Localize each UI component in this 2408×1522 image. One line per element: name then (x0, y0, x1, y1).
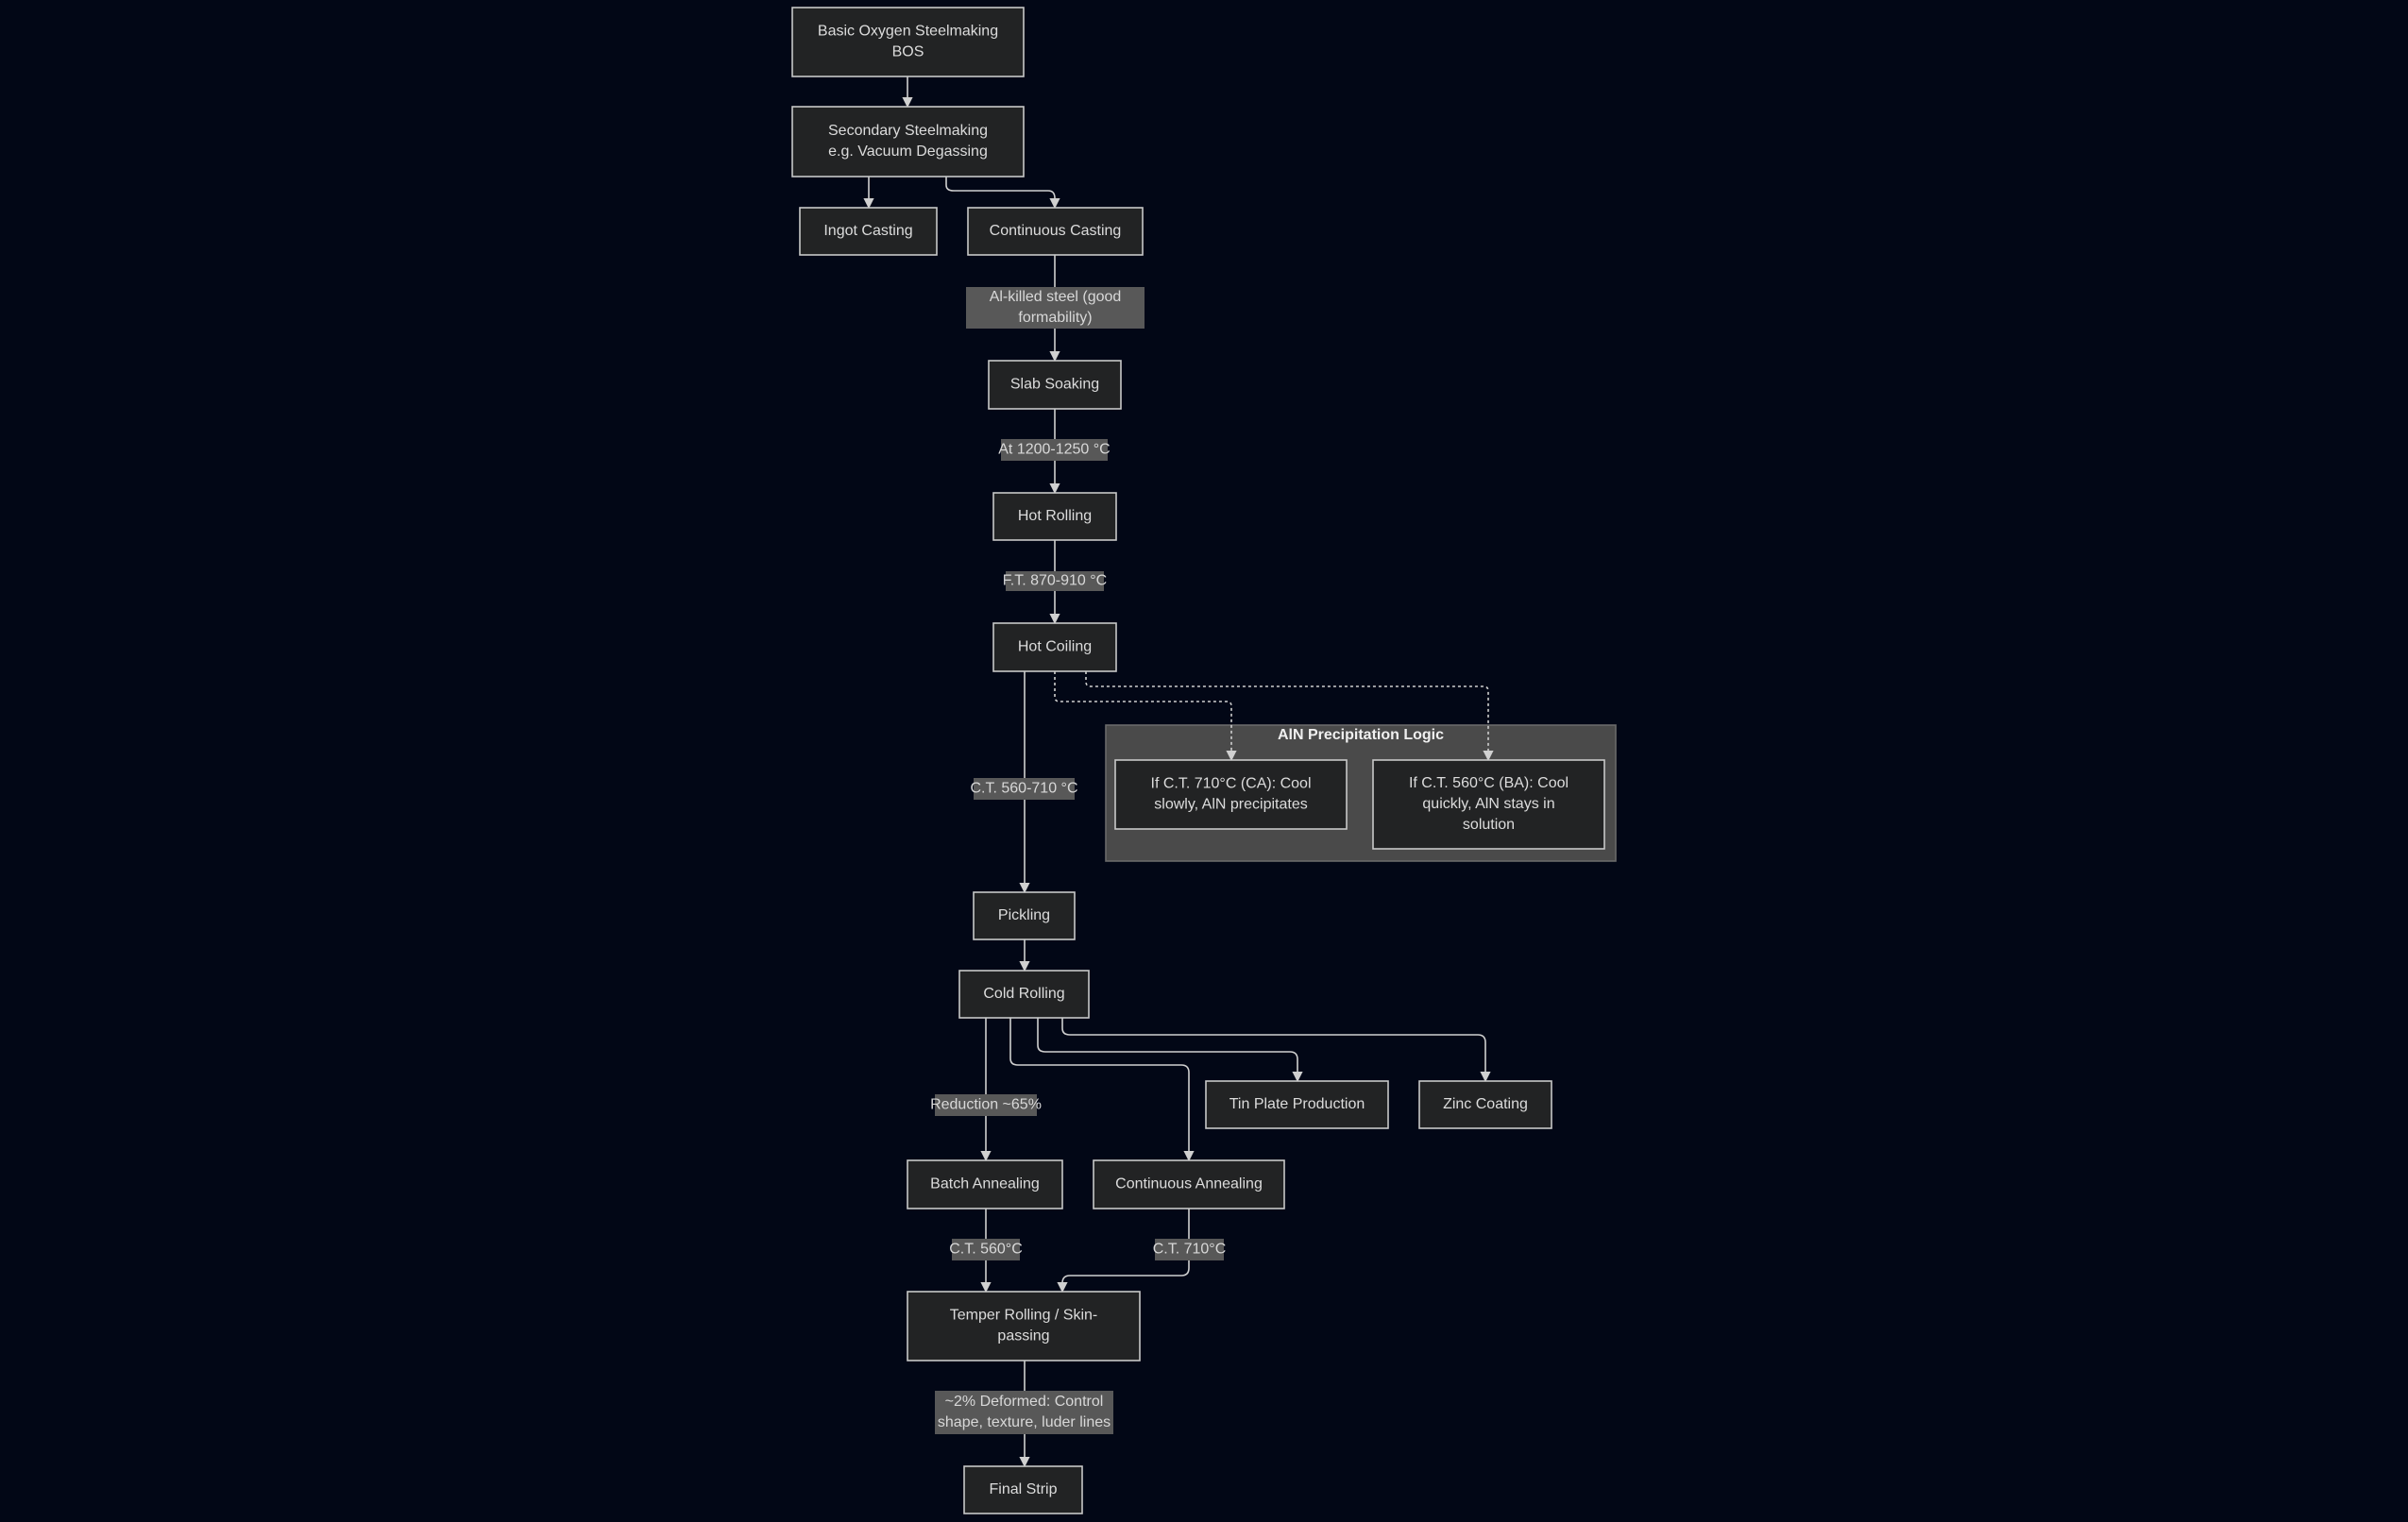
node-box (988, 360, 1122, 410)
edge-label-ct: C.T. 560-710 °C (970, 778, 1078, 800)
node-ccast: Continuous Casting (967, 207, 1144, 256)
node-secondary: Secondary Steelmaking e.g. Vacuum Degassi… (791, 106, 1025, 178)
node-tinplate: Tin Plate Production (1205, 1080, 1389, 1129)
edge-label-text: shape, texture, luder lines (938, 1414, 1111, 1430)
node-temper: Temper Rolling / Skin-passing (907, 1291, 1141, 1361)
node-text: Cold Rolling (983, 986, 1064, 1002)
node-box (1418, 1080, 1552, 1129)
edge-label-ft: F.T. 870-910 °C (1003, 571, 1107, 591)
node-box (1114, 759, 1348, 830)
node-text: Secondary Steelmaking (828, 123, 988, 139)
node-text: Hot Coiling (1018, 639, 1092, 655)
node-text: quickly, AlN stays in (1422, 796, 1554, 812)
node-text: Slab Soaking (1010, 377, 1099, 393)
edge-label-box (935, 1391, 1113, 1434)
cluster-title: AlN Precipitation Logic (1278, 727, 1444, 743)
edge-label-alkilled: Al-killed steel (good formability) (966, 287, 1145, 329)
edge-label-ct710: C.T. 710°C (1153, 1239, 1227, 1260)
edge-cold-rolling-to-tin-plate (1037, 1018, 1303, 1083)
node-text: passing (997, 1328, 1049, 1344)
node-text: Ingot Casting (823, 223, 912, 239)
edge-label-reduction: Reduction ~65% (930, 1094, 1042, 1116)
edge-secondary-to-continuous-casting (945, 177, 1060, 210)
node-coldroll: Cold Rolling (958, 970, 1090, 1019)
node-zinc: Zinc Coating (1418, 1080, 1552, 1129)
node-ingot: Ingot Casting (799, 207, 938, 256)
node-hotcoil: Hot Coiling (992, 622, 1117, 672)
edge-continuous-annealing-to-temper (1057, 1209, 1190, 1294)
node-box (799, 207, 938, 256)
edge-label-text: At 1200-1250 °C (998, 442, 1110, 458)
edge-label-text: C.T. 560-710 °C (970, 781, 1077, 797)
edge-label-text: C.T. 560°C (949, 1242, 1023, 1258)
node-box (967, 207, 1144, 256)
node-box (791, 106, 1025, 178)
node-box (791, 7, 1025, 77)
edge-label-box (966, 287, 1145, 329)
node-box (1372, 759, 1605, 850)
node-box (907, 1291, 1141, 1361)
node-batch: Batch Annealing (907, 1159, 1063, 1209)
node-box (958, 970, 1090, 1019)
edge-label-box (1155, 1239, 1224, 1260)
node-text: solution (1463, 817, 1515, 833)
edge-label-box (974, 778, 1075, 800)
edge-label-text: formability) (1018, 310, 1092, 326)
edge-cold-rolling-to-zinc (1061, 1018, 1491, 1083)
node-text: BOS (892, 44, 924, 60)
node-slab: Slab Soaking (988, 360, 1122, 410)
node-canneal: Continuous Annealing (1093, 1159, 1285, 1209)
node-ba-logic: If C.T. 560°C (BA): Cool quickly, AlN sta… (1372, 759, 1605, 850)
node-text: Continuous Annealing (1115, 1176, 1263, 1192)
edge-label-box (935, 1094, 1037, 1116)
node-text: If C.T. 710°C (CA): Cool (1151, 776, 1312, 792)
edge-hot-coiling-to-ba-logic (1085, 671, 1494, 762)
node-final: Final Strip (963, 1465, 1083, 1514)
node-text: Continuous Casting (990, 223, 1122, 239)
node-box (963, 1465, 1083, 1514)
edge-label-text: Al-killed steel (good (990, 289, 1122, 305)
node-text: Basic Oxygen Steelmaking (818, 24, 998, 40)
node-box (1093, 1159, 1285, 1209)
edge-label-text: ~2% Deformed: Control (945, 1394, 1104, 1410)
node-ca-logic: If C.T. 710°C (CA): Cool slowly, AlN prec… (1114, 759, 1348, 830)
node-box (907, 1159, 1063, 1209)
node-box (992, 622, 1117, 672)
node-text: If C.T. 560°C (BA): Cool (1409, 775, 1569, 791)
node-text: Tin Plate Production (1229, 1096, 1365, 1112)
edge-label-text: C.T. 710°C (1153, 1242, 1227, 1258)
node-text: Zinc Coating (1443, 1096, 1528, 1112)
edge-label-box (1006, 571, 1104, 591)
edge-label-box (952, 1239, 1020, 1260)
node-text: Pickling (998, 907, 1050, 923)
node-box (992, 492, 1117, 541)
node-text: Final Strip (989, 1481, 1057, 1497)
edge-label-ct560: C.T. 560°C (949, 1239, 1023, 1260)
node-text: Hot Rolling (1018, 508, 1092, 524)
edge-cold-rolling-to-continuous-annealing (1009, 1018, 1195, 1162)
node-text: Temper Rolling / Skin- (950, 1308, 1098, 1324)
node-hotroll: Hot Rolling (992, 492, 1117, 541)
edge-label-text: F.T. 870-910 °C (1003, 573, 1107, 589)
node-pickling: Pickling (973, 891, 1076, 940)
edge-hot-coiling-to-ca-logic (1054, 671, 1237, 762)
edge-label-box (1001, 439, 1108, 461)
node-text: Batch Annealing (930, 1176, 1040, 1192)
edge-label-text: Reduction ~65% (930, 1097, 1042, 1113)
node-text: slowly, AlN precipitates (1154, 797, 1307, 813)
node-text: e.g. Vacuum Degassing (828, 144, 988, 160)
edge-label-deformed: ~2% Deformed: Control shape, texture, lud… (935, 1391, 1113, 1434)
edge-label-soak-temp: At 1200-1250 °C (998, 439, 1111, 461)
node-box (1205, 1080, 1389, 1129)
node-box (973, 891, 1076, 940)
